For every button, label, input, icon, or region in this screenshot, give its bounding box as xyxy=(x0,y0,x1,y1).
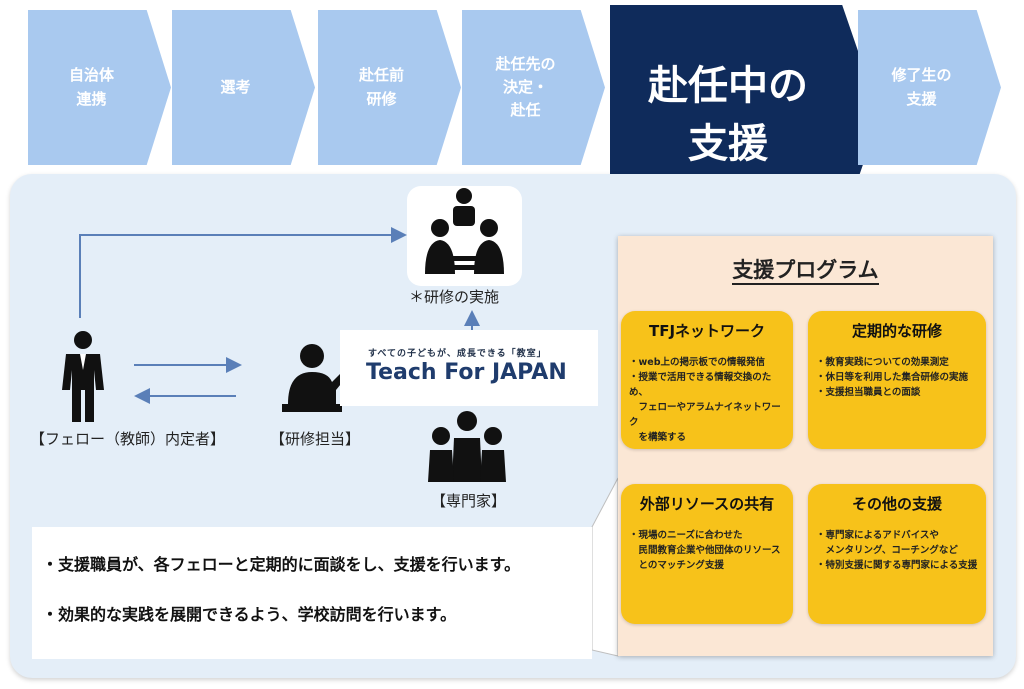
card-tfj-network: TFJネットワーク ・web上の掲示板での情報発信 ・授業で活用できる情報交換の… xyxy=(621,311,793,449)
card-item: ・授業で活用できる情報交換のため、 フェローやアラムナイネットワーク を構築する xyxy=(629,372,781,443)
support-program: 支援プログラム TFJネットワーク ・web上の掲示板での情報発信 ・授業で活用… xyxy=(618,236,993,656)
logo-tagline: すべての子どもが、成長できる「教室」 xyxy=(368,349,547,359)
card-item: ・特別支援に関する専門家による支援 xyxy=(816,560,978,571)
step-municipal-cooperation: 自治体 連携 xyxy=(28,10,171,165)
step-alumni-support: 修了生の 支援 xyxy=(858,10,1001,165)
card-regular-training: 定期的な研修 ・教育実践についての効果測定 ・休日等を利用した集合研修の実施 ・… xyxy=(808,311,986,449)
fellow-label: 【フェロー（教師）内定者】 xyxy=(30,430,226,448)
card-external-resources: 外部リソースの共有 ・現場のニーズに合わせた 民間教育企業や他団体のリソース と… xyxy=(621,484,793,624)
step-selection: 選考 xyxy=(172,10,315,165)
note-item: ・支援職員が、各フェローと定期的に面談をし、支援を行います。 xyxy=(42,555,521,574)
support-notes: ・支援職員が、各フェローと定期的に面談をし、支援を行います。 ・効果的な実践を展… xyxy=(32,527,592,659)
arrow-fellow-to-training xyxy=(79,227,407,318)
training-icon-box xyxy=(407,186,522,286)
callout-pointer xyxy=(591,477,619,657)
experts-label: 【専門家】 xyxy=(431,492,507,510)
trainer-label: 【研修担当】 xyxy=(270,430,361,448)
step-label: 自治体 連携 xyxy=(68,66,114,108)
step-placement: 赴任先の 決定・ 赴任 xyxy=(462,10,605,165)
card-item: ・現場のニーズに合わせた 民間教育企業や他団体のリソース とのマッチング支援 xyxy=(629,530,781,571)
card-item: ・休日等を利用した集合研修の実施 xyxy=(816,372,969,383)
training-label: ＊研修の実施 xyxy=(409,288,500,306)
meeting-icon xyxy=(425,188,504,274)
program-title-text: 支援プログラム xyxy=(732,258,879,285)
step-label: 赴任中の 支援 xyxy=(648,63,808,167)
program-title: 支援プログラム xyxy=(618,254,993,285)
card-title: 定期的な研修 xyxy=(851,322,942,340)
logo-name: Teach For JAPAN xyxy=(366,360,567,385)
teach-for-japan-logo: すべての子どもが、成長できる「教室」 Teach For JAPAN xyxy=(340,330,598,406)
card-item: ・専門家によるアドバイスや メンタリング、コーチングなど xyxy=(816,530,958,556)
card-item: ・支援担当職員との面談 xyxy=(816,387,921,398)
card-other-support: その他の支援 ・専門家によるアドバイスや メンタリング、コーチングなど ・特別支… xyxy=(808,484,986,624)
card-items: ・現場のニーズに合わせた 民間教育企業や他団体のリソース とのマッチング支援 xyxy=(629,528,789,573)
card-items: ・教育実践についての効果測定 ・休日等を利用した集合研修の実施 ・支援担当職員と… xyxy=(816,355,982,400)
card-title: 外部リソースの共有 xyxy=(639,495,775,513)
experts-group-icon xyxy=(428,411,506,482)
card-item: ・web上の掲示板での情報発信 xyxy=(629,357,766,368)
card-title: TFJネットワーク xyxy=(648,322,766,340)
card-items: ・web上の掲示板での情報発信 ・授業で活用できる情報交換のため、 フェローやア… xyxy=(629,355,789,445)
step-pre-training: 赴任前 研修 xyxy=(318,10,461,165)
note-item: ・効果的な実践を展開できるよう、学校訪問を行います。 xyxy=(42,605,457,624)
card-item: ・教育実践についての効果測定 xyxy=(816,357,949,368)
step-label: 赴任先の 決定・ 赴任 xyxy=(495,54,556,120)
step-label: 修了生の 支援 xyxy=(891,66,952,108)
fellow-person-icon xyxy=(62,331,104,422)
step-label: 赴任前 研修 xyxy=(358,66,404,108)
card-title: その他の支援 xyxy=(851,495,942,513)
step-label: 選考 xyxy=(220,77,251,96)
card-items: ・専門家によるアドバイスや メンタリング、コーチングなど ・特別支援に関する専門… xyxy=(816,528,982,573)
trainer-teacher-icon xyxy=(282,344,354,412)
